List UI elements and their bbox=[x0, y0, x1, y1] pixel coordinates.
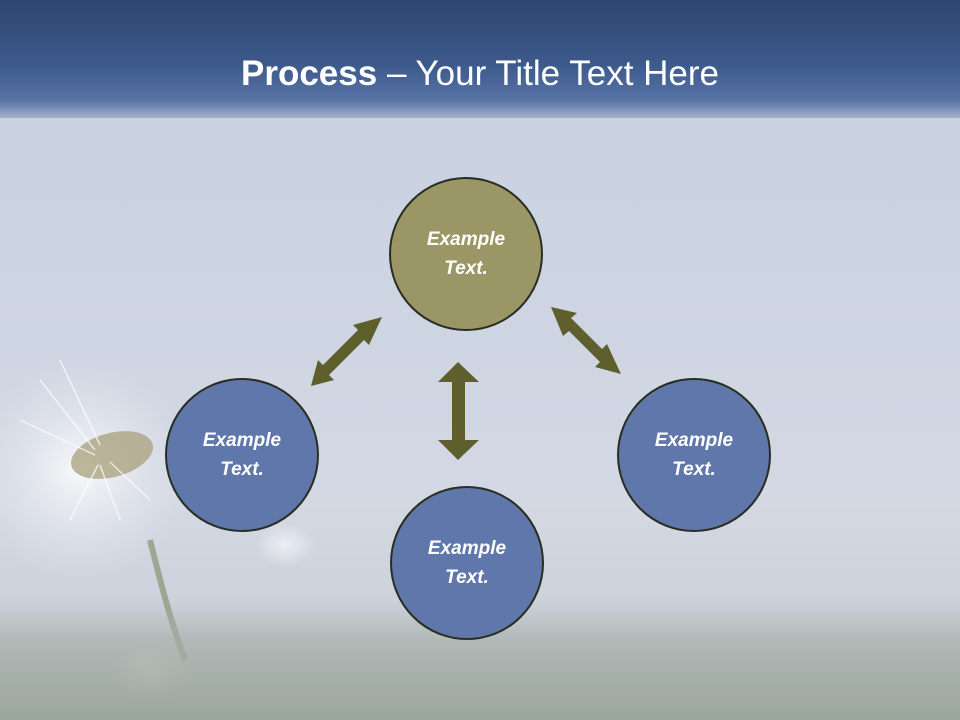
process-node-bottom[interactable]: Example Text. bbox=[390, 486, 544, 640]
arrow-top-right bbox=[551, 307, 621, 374]
arrow-vertical bbox=[438, 362, 479, 460]
title-rest: – Your Title Text Here bbox=[377, 54, 719, 93]
title-bold: Process bbox=[241, 54, 378, 93]
process-node-top[interactable]: Example Text. bbox=[389, 177, 543, 331]
process-node-left[interactable]: Example Text. bbox=[165, 378, 319, 532]
slide-title: Process – Your Title Text Here bbox=[0, 52, 960, 96]
node-bottom-label: Example Text. bbox=[427, 538, 507, 588]
node-right-label: Example Text. bbox=[654, 430, 734, 480]
node-left-label: Example Text. bbox=[202, 430, 282, 480]
node-top-label: Example Text. bbox=[426, 229, 506, 279]
process-node-right[interactable]: Example Text. bbox=[617, 378, 771, 532]
title-bar bbox=[0, 0, 960, 118]
arrow-top-left bbox=[311, 317, 382, 386]
